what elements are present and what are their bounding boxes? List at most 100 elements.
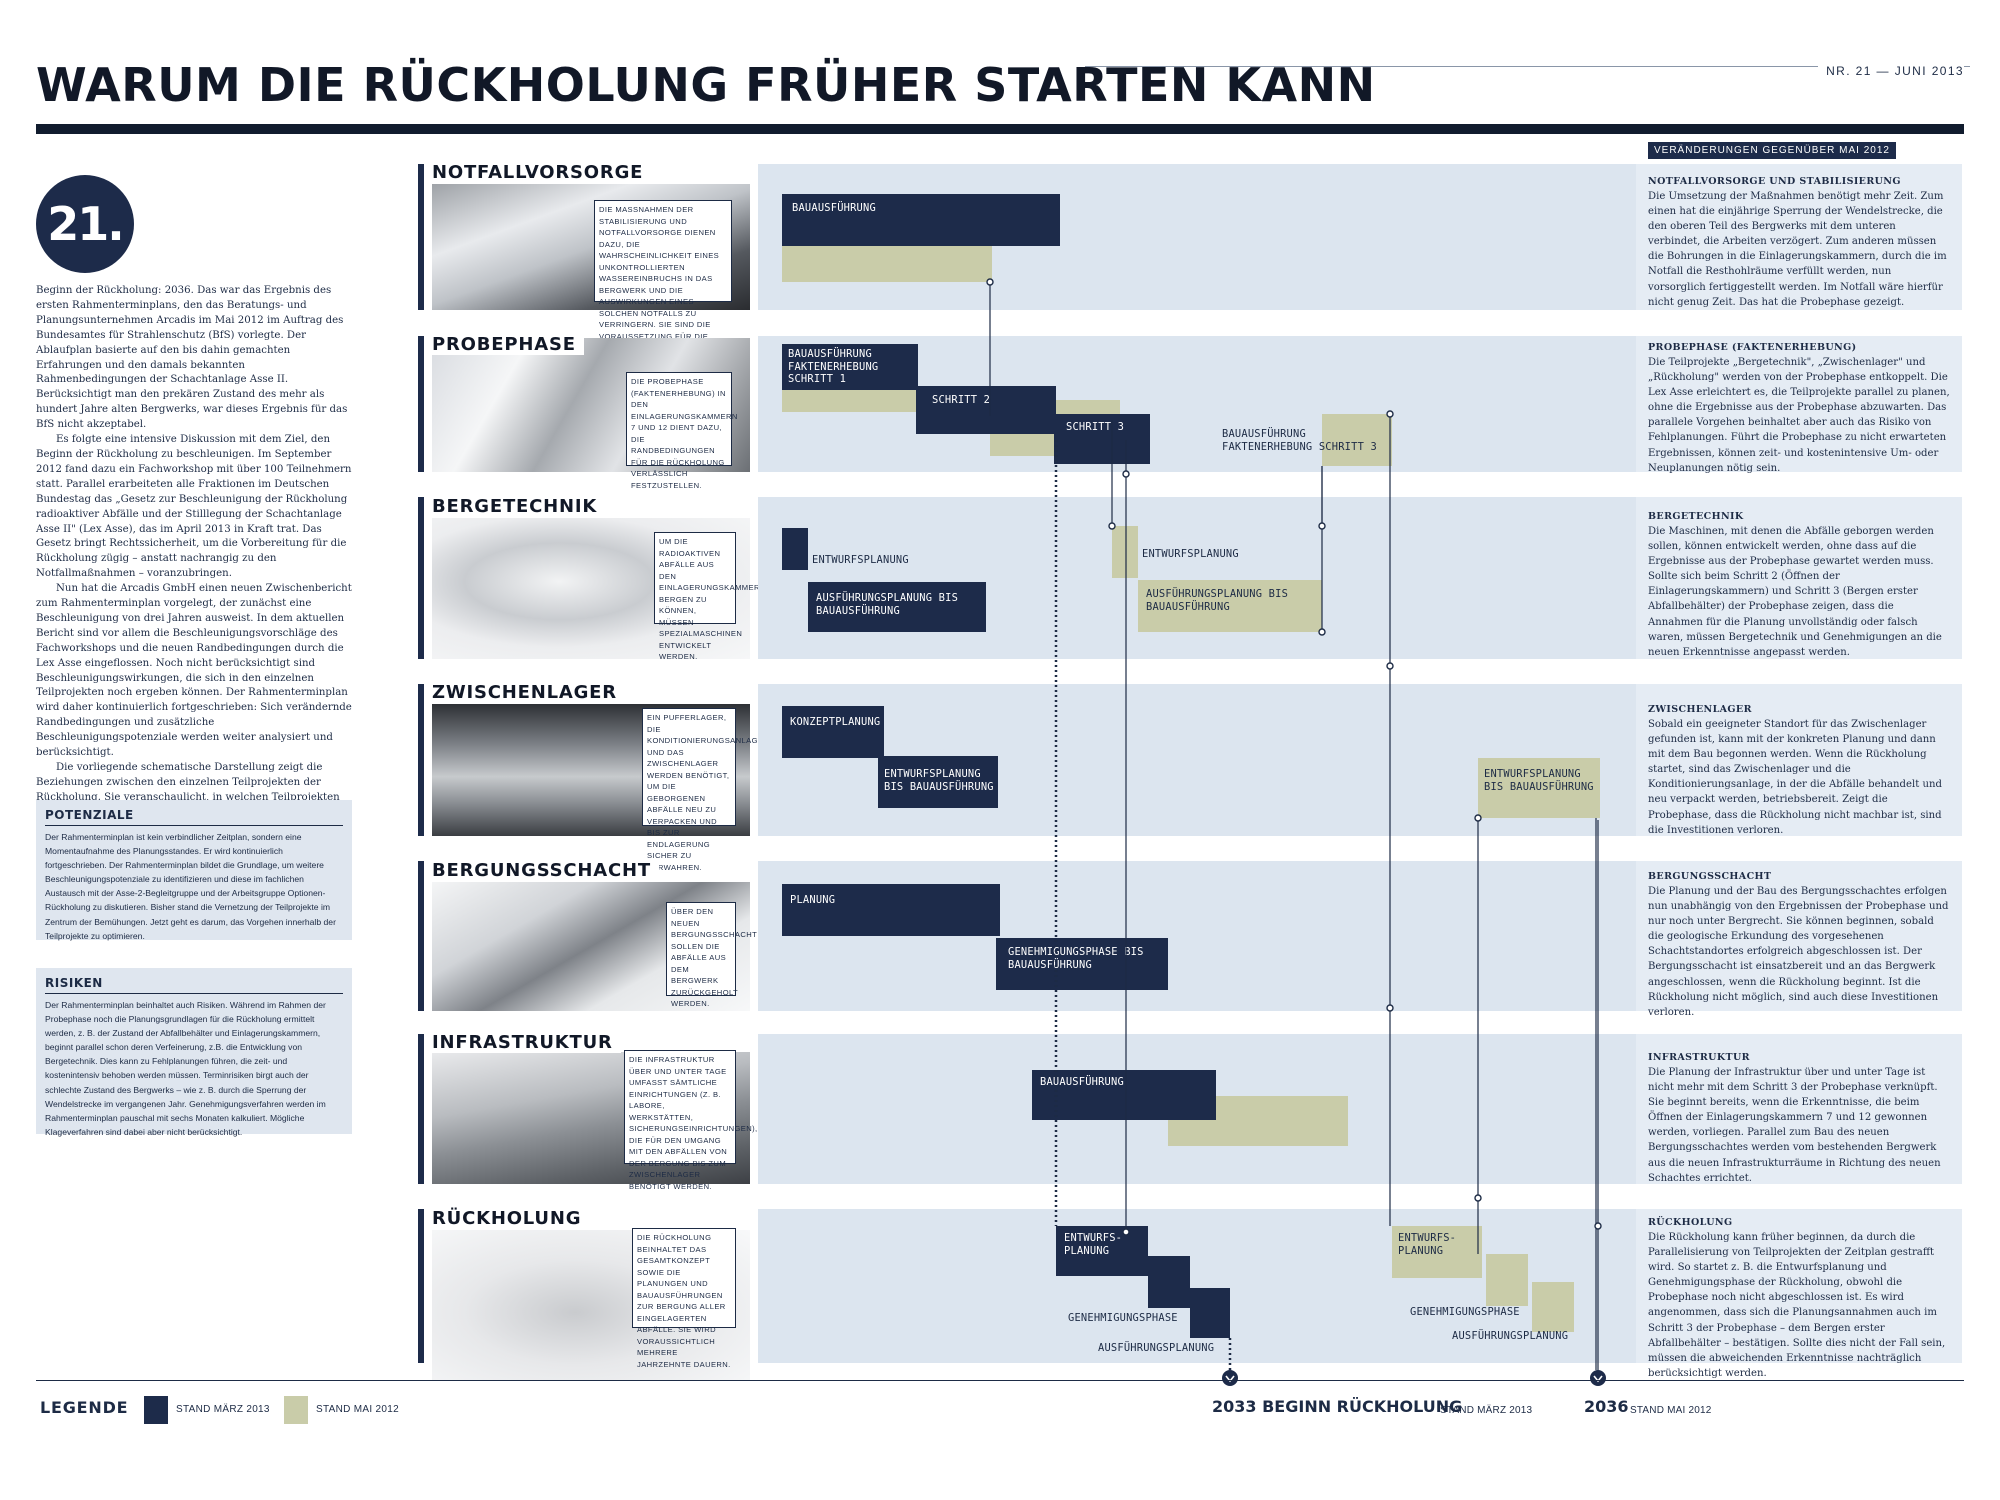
row-marker-bergungsschacht — [418, 861, 424, 1011]
row-marker-zwischenlager — [418, 684, 424, 836]
connector-node — [1594, 1222, 1602, 1230]
milestone-2036-marker — [1590, 1370, 1606, 1386]
bar-may2012 — [1138, 580, 1322, 632]
note-title: ZWISCHENLAGER — [1648, 704, 1752, 715]
milestone-2033-title: 2033 BEGINN RÜCKHOLUNG — [1212, 1397, 1463, 1416]
notes-infrastruktur: INFRASTRUKTUR Die Planung der Infrastruk… — [1636, 1034, 1962, 1184]
connector-node — [1386, 662, 1394, 670]
potenziale-text: Der Rahmenterminplan ist kein verbindlic… — [45, 832, 336, 941]
bar-label: BAUAUSFÜHRUNG — [792, 202, 876, 214]
bar-label: ENTWURFS-PLANUNG — [1064, 1232, 1123, 1257]
bar-label: AUSFÜHRUNGSPLANUNG — [1452, 1330, 1569, 1342]
bar-march2013 — [808, 582, 986, 632]
connector-node — [1386, 410, 1394, 418]
note-text: Die Planung und der Bau des Bergungsscha… — [1648, 886, 1949, 1018]
bar-march2013 — [996, 938, 1168, 990]
risiken-box: RISIKEN Der Rahmenterminplan beinhaltet … — [36, 968, 352, 1137]
note-title: BERGETECHNIK — [1648, 511, 1744, 522]
note-text: Die Umsetzung der Maßnahmen benötigt meh… — [1648, 191, 1947, 308]
note-title: NOTFALLVORSORGE UND STABILISIERUNG — [1648, 176, 1901, 187]
risiken-title: RISIKEN — [45, 976, 343, 994]
note-text: Die Rückholung kann früher beginnen, da … — [1648, 1232, 1946, 1379]
bar-may2012 — [1486, 1254, 1528, 1306]
caption-rueckholung: DIE RÜCKHOLUNG BEINHALTET DAS GESAMTKONZ… — [632, 1228, 736, 1369]
row-marker-bergetechnik — [418, 497, 424, 659]
connector-node — [1108, 522, 1116, 530]
milestone-2036-subtitle: STAND MAI 2012 — [1630, 1405, 1712, 1416]
intro-paragraph: Beginn der Rückholung: 2036. Das war das… — [36, 285, 348, 431]
issue-number: NR. 21 — JUNI 2013 — [1818, 64, 1964, 78]
bar-march2013 — [782, 344, 918, 390]
bar-label: GENEHMIGUNGSPHASE — [1410, 1306, 1520, 1318]
note-title: PROBEPHASE (FAKTENERHEBUNG) — [1648, 342, 1857, 353]
connector-node — [1122, 470, 1130, 478]
bar-label: ENTWURFSPLANUNG BIS BAUAUSFÜHRUNG — [884, 768, 994, 793]
bar-label: KONZEPTPLANUNG — [790, 716, 881, 728]
title-rule — [36, 124, 1964, 134]
intro-paragraph: Es folgte eine intensive Diskussion mit … — [36, 434, 352, 580]
bar-may2012 — [1112, 526, 1138, 578]
connector-node — [1318, 628, 1326, 636]
bar-label: PLANUNG — [790, 894, 836, 906]
connector-node — [1474, 814, 1482, 822]
section-title-rueckholung: RÜCKHOLUNG — [424, 1208, 590, 1229]
notes-rueckholung: RÜCKHOLUNG Die Rückholung kann früher be… — [1636, 1209, 1962, 1379]
section-title-notfallvorsorge: NOTFALLVORSORGE — [424, 162, 652, 183]
bar-may2012 — [1392, 1226, 1482, 1278]
potenziale-title: POTENZIALE — [45, 808, 343, 826]
bar-march2013 — [782, 528, 808, 570]
bar-march2013 — [1054, 414, 1150, 464]
bar-label: ENTWURFSPLANUNG — [812, 554, 909, 566]
notes-bergungsschacht: BERGUNGSSCHACHT Die Planung und der Bau … — [1636, 861, 1962, 1018]
bar-may2012 — [1478, 758, 1600, 818]
note-title: RÜCKHOLUNG — [1648, 1217, 1733, 1228]
bar-label: BAUAUSFÜHRUNG FAKTENERHEBUNG SCHRITT 1 — [788, 348, 879, 385]
row-marker-probephase — [418, 336, 424, 472]
risiken-text: Der Rahmenterminplan beinhaltet auch Ris… — [45, 1000, 326, 1137]
bar-march2013 — [782, 884, 1000, 936]
milestone-2036-title: 2036 — [1584, 1397, 1629, 1416]
row-marker-rueckholung — [418, 1209, 424, 1363]
lane-bergetechnik — [758, 497, 1638, 659]
row-marker-infrastruktur — [418, 1034, 424, 1184]
caption-infrastruktur: DIE INFRASTRUKTUR ÜBER UND UNTER TAGE UM… — [624, 1050, 757, 1191]
intro-text: Beginn der Rückholung: 2036. Das war das… — [36, 284, 352, 865]
bar-march2013 — [1148, 1256, 1190, 1308]
section-title-probephase: PROBEPHASE — [424, 334, 584, 355]
legend-swatch-march-2013 — [144, 1396, 168, 1424]
bar-march2013 — [782, 194, 1060, 246]
bar-march2013 — [878, 756, 998, 808]
caption-zwischenlager: EIN PUFFERLAGER, DIE KONDITIONIERUNGSANL… — [642, 708, 763, 872]
legend-text-march-2013: STAND MÄRZ 2013 — [176, 1404, 270, 1415]
bar-label: GENEHMIGUNGSPHASE — [1068, 1312, 1178, 1324]
notes-probephase: PROBEPHASE (FAKTENERHEBUNG) Die Teilproj… — [1636, 336, 1962, 474]
bar-label: ENTWURFS-PLANUNG — [1398, 1232, 1457, 1257]
milestone-2033-marker — [1222, 1370, 1238, 1386]
bar-march2013 — [1032, 1070, 1216, 1120]
note-title: BERGUNGSSCHACHT — [1648, 871, 1772, 882]
legend-label: LEGENDE — [40, 1398, 129, 1417]
bar-label: BAUAUSFÜHRUNG FAKTENERHEBUNG SCHRITT 3 — [1222, 428, 1377, 453]
notes-notfallvorsorge: NOTFALLVORSORGE UND STABILISIERUNG Die U… — [1636, 164, 1962, 310]
connector-node — [1318, 522, 1326, 530]
connector-node — [1122, 1228, 1130, 1236]
bar-label: GENEHMIGUNGSPHASE BIS BAUAUSFÜHRUNG — [1008, 946, 1144, 971]
bar-may2012 — [1322, 414, 1392, 466]
intro-paragraph: Nun hat die Arcadis GmbH einen neuen Zwi… — [36, 583, 352, 759]
issue-badge: 21. — [36, 175, 134, 273]
notes-bergetechnik: BERGETECHNIK Die Maschinen, mit denen di… — [1636, 497, 1962, 659]
legend-swatch-may-2012 — [284, 1396, 308, 1424]
bar-may2012 — [1532, 1282, 1574, 1332]
issue-rule — [1085, 66, 1970, 67]
notes-zwischenlager: ZWISCHENLAGER Sobald ein geeigneter Stan… — [1636, 684, 1962, 836]
timeline-axis — [36, 1380, 1964, 1381]
milestone-2033-subtitle: STAND MÄRZ 2013 — [1440, 1405, 1533, 1416]
note-title: INFRASTRUKTUR — [1648, 1052, 1750, 1063]
section-title-bergungsschacht: BERGUNGSSCHACHT — [424, 860, 659, 881]
notes-header: VERÄNDERUNGEN GEGENÜBER MAI 2012 — [1648, 142, 1896, 159]
bar-label: SCHRITT 2 — [932, 394, 991, 406]
caption-bergetechnik: UM DIE RADIOAKTIVEN ABFÄLLE AUS DEN EINL… — [654, 532, 765, 661]
legend-text-may-2012: STAND MAI 2012 — [316, 1404, 399, 1415]
bar-march2013 — [782, 706, 884, 758]
